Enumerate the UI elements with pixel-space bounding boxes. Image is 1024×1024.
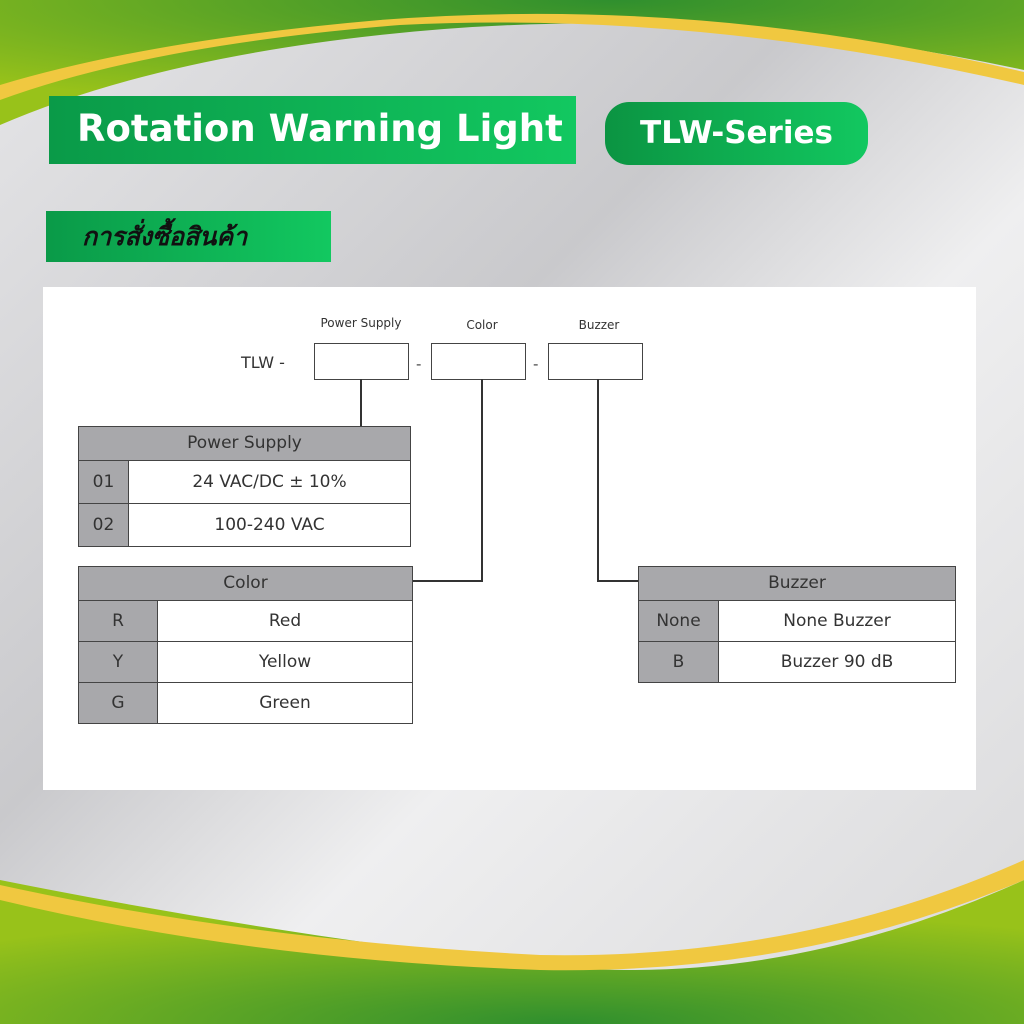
series-badge: TLW-Series — [605, 102, 868, 165]
table-header: Buzzer — [639, 567, 955, 601]
connector-line — [412, 580, 483, 582]
buzzer-code-box — [548, 343, 643, 380]
table-row: 02 100-240 VAC — [79, 504, 410, 546]
value-cell: Red — [268, 611, 302, 631]
product-title: Rotation Warning Light — [49, 96, 576, 164]
color-label: Color — [466, 318, 498, 332]
color-table: Color R Red Y Yellow G Green — [78, 566, 413, 724]
connector-line — [481, 379, 483, 581]
code-cell: R — [79, 601, 158, 641]
power-supply-table: Power Supply 01 24 VAC/DC ± 10% 02 100-240… — [78, 426, 411, 547]
table-row: B Buzzer 90 dB — [639, 642, 955, 682]
value-cell: Yellow — [258, 652, 312, 672]
buzzer-table: Buzzer None None Buzzer B Buzzer 90 dB — [638, 566, 956, 683]
separator: - — [416, 355, 422, 373]
separator: - — [533, 355, 539, 373]
code-cell: B — [639, 642, 719, 682]
code-cell: 02 — [79, 504, 129, 546]
connector-line — [597, 580, 638, 582]
value-cell: None Buzzer — [783, 611, 891, 631]
value-cell: 100-240 VAC — [214, 515, 325, 535]
table-header: Color — [79, 567, 412, 601]
code-cell: Y — [79, 642, 158, 682]
code-cell: None — [639, 601, 719, 641]
table-row: 01 24 VAC/DC ± 10% — [79, 461, 410, 504]
code-cell: G — [79, 683, 158, 723]
color-code-box — [431, 343, 526, 380]
value-cell: Green — [259, 693, 311, 713]
table-row: G Green — [79, 683, 412, 723]
table-row: R Red — [79, 601, 412, 642]
buzzer-label: Buzzer — [578, 318, 620, 332]
code-cell: 01 — [79, 461, 129, 503]
power-supply-label: Power Supply — [320, 316, 402, 330]
model-prefix: TLW - — [241, 353, 285, 372]
table-row: None None Buzzer — [639, 601, 955, 642]
power-code-box — [314, 343, 409, 380]
connector-line — [360, 379, 362, 427]
ordering-heading: การสั่งซื้อสินค้า — [46, 211, 331, 262]
value-cell: 24 VAC/DC ± 10% — [192, 472, 347, 492]
value-cell: Buzzer 90 dB — [780, 652, 894, 672]
table-header: Power Supply — [79, 427, 410, 461]
table-row: Y Yellow — [79, 642, 412, 683]
connector-line — [597, 379, 599, 581]
